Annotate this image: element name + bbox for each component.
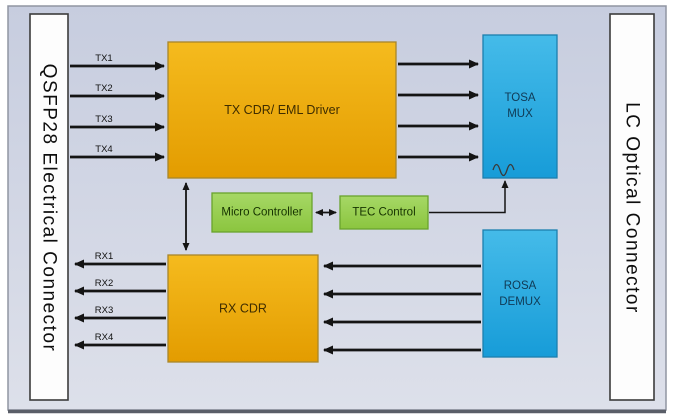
tosa-mux-block <box>482 34 558 179</box>
tec-tosa-feedback-arrow <box>429 180 509 214</box>
micro-controller-label: Micro Controller <box>221 207 302 219</box>
rosa-label-line1: ROSA <box>504 280 537 292</box>
tx1-label: TX1 <box>95 53 112 64</box>
tx2-label: TX2 <box>95 83 112 94</box>
rx4-label: RX4 <box>95 332 113 343</box>
tx-cdr-eml-driver-label: TX CDR/ EML Driver <box>224 103 340 117</box>
rx2-label: RX2 <box>95 278 113 289</box>
lc-connector-bar <box>609 13 655 401</box>
tosa-label-line1: TOSA <box>504 92 535 104</box>
qsfp28-connector-bar <box>29 13 69 401</box>
thermistor-squiggle-icon <box>492 163 515 177</box>
tosa-label-line2: MUX <box>507 108 533 120</box>
qsfp28-connector-label: QSFP28 Electrical Connector <box>39 64 60 353</box>
rx-cdr-block <box>167 254 319 363</box>
rosa-label-line2: DEMUX <box>499 296 541 308</box>
tec-control-block <box>339 195 429 230</box>
rosa-demux-block <box>482 229 558 358</box>
lc-connector-label: LC Optical Connector <box>622 102 643 314</box>
tec-control-label: TEC Control <box>352 207 415 219</box>
rx3-label: RX3 <box>95 305 113 316</box>
tx3-label: TX3 <box>95 114 112 125</box>
tx4-label: TX4 <box>95 144 112 155</box>
micro-controller-block <box>211 192 313 233</box>
tx-cdr-eml-driver-block <box>167 41 397 179</box>
rx-cdr-label: RX CDR <box>219 302 267 316</box>
rx1-label: RX1 <box>95 251 113 262</box>
